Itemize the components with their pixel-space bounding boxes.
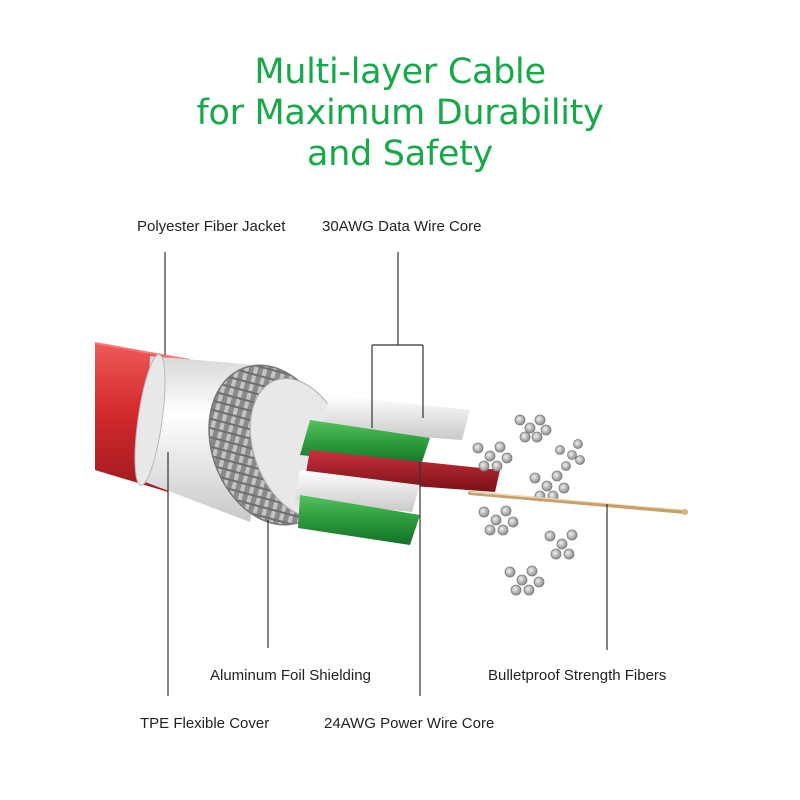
strand-bundle-red <box>529 470 570 502</box>
leader-lines <box>164 252 608 696</box>
label-tpe-flexible-cover: TPE Flexible Cover <box>140 715 270 732</box>
wire-strands <box>472 414 585 596</box>
strand-bundle-lower-right <box>544 529 578 560</box>
strand-bundle-upper <box>472 441 513 472</box>
inner-wires <box>295 395 500 545</box>
label-data-wire-core: 30AWG Data Wire Core <box>322 218 482 235</box>
bulletproof-strength-fiber <box>468 491 688 515</box>
strand-bundle-middle <box>478 505 519 536</box>
label-bulletproof-strength-fibers: Bulletproof Strength Fibers <box>488 667 667 684</box>
label-aluminum-foil-shielding: Aluminum Foil Shielding <box>210 667 371 684</box>
page-title: Multi-layer Cable for Maximum Durability… <box>0 52 800 175</box>
label-power-wire-core: 24AWG Power Wire Core <box>324 715 495 732</box>
title-line-1: Multi-layer Cable <box>254 52 546 92</box>
leader-data-wire-core <box>371 252 424 428</box>
strand-bundle-top <box>514 414 552 443</box>
label-polyester-fiber-jacket: Polyester Fiber Jacket <box>137 218 286 235</box>
title-line-3: and Safety <box>307 134 493 174</box>
title-line-2: for Maximum Durability <box>196 93 604 133</box>
strand-bundle-bottom <box>504 565 545 596</box>
strand-bundle-right <box>555 439 585 471</box>
